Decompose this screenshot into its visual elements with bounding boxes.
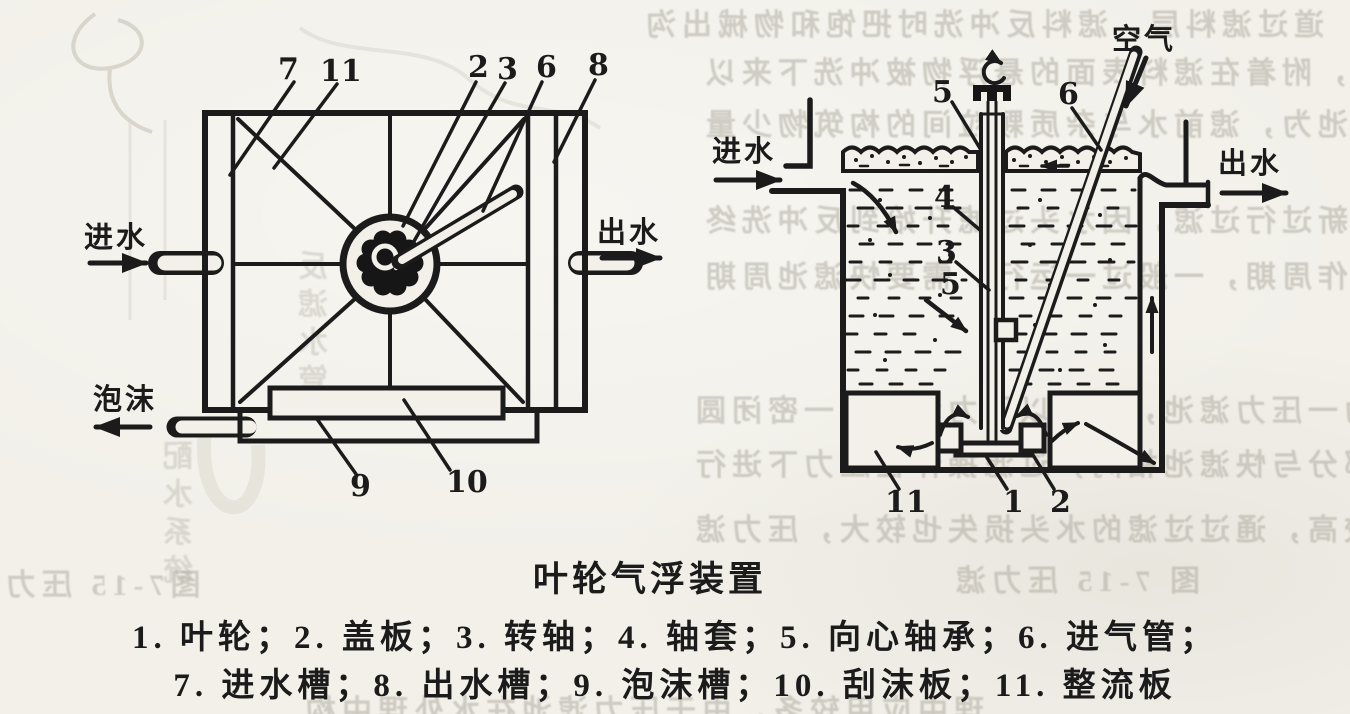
- figure-caption: 叶轮气浮装置: [532, 560, 767, 599]
- rotation-symbol: [981, 49, 1006, 86]
- label-1-impeller: 1: [1003, 485, 1024, 520]
- label-outlet-water-left: 出水: [597, 217, 662, 249]
- left-diagram-lines: [87, 78, 663, 476]
- scraper-plate: [267, 385, 506, 421]
- right-diagram-lines: [713, 45, 1289, 491]
- cover-plate-left: [935, 422, 964, 454]
- air-arrow: [1123, 55, 1149, 109]
- leader-lines-right: [874, 100, 1103, 491]
- label-2-cover-plate: 2: [468, 50, 489, 85]
- label-inlet-water-left: 进水: [84, 222, 149, 254]
- label-5-bearing-top: 5: [932, 75, 953, 110]
- label-6-air-pipe-section: 6: [1058, 77, 1079, 112]
- radial-bearing: [993, 317, 1019, 343]
- label-8-outlet-trough: 8: [588, 48, 609, 83]
- shaft-sleeve: [979, 112, 1005, 430]
- legend-line-2: 7. 进水槽；8. 出水槽；9. 泡沫槽；10. 刮沫板；11. 整流板: [173, 668, 1177, 704]
- label-4-shaft-sleeve: 4: [934, 180, 955, 215]
- leader-lines-left: [228, 78, 597, 476]
- label-7-inlet-trough: 7: [278, 52, 299, 87]
- cover-plate-right: [1018, 422, 1047, 454]
- label-11-baffle: 11: [320, 54, 362, 89]
- label-10-scraper: 10: [446, 465, 488, 500]
- label-11-baffle-section: 11: [885, 485, 927, 520]
- label-foam: 泡沫: [93, 384, 158, 416]
- label-5-bearing-low: 5: [940, 267, 961, 302]
- label-inlet-water-right: 进水: [712, 136, 777, 168]
- label-air: 空气: [1112, 24, 1177, 56]
- label-outlet-water-right: 出水: [1218, 148, 1283, 180]
- label-3-shaft: 3: [497, 52, 518, 87]
- label-9-foam-trough: 9: [350, 469, 371, 504]
- baffle-block-left: [843, 390, 941, 471]
- flow-arrows: [850, 159, 1159, 465]
- label-2-cover-plate-section: 2: [1050, 485, 1071, 520]
- legend-line-1: 1. 叶轮；2. 盖板；3. 转轴；4. 轴套；5. 向心轴承；6. 进气管；: [132, 620, 1218, 656]
- rotating-shaft: [986, 98, 998, 443]
- label-3-shaft-section: 3: [936, 235, 957, 270]
- drive-coupling: [973, 85, 1011, 101]
- label-6-air-pipe: 6: [536, 50, 557, 85]
- bleedthrough-lineart: [71, 12, 602, 515]
